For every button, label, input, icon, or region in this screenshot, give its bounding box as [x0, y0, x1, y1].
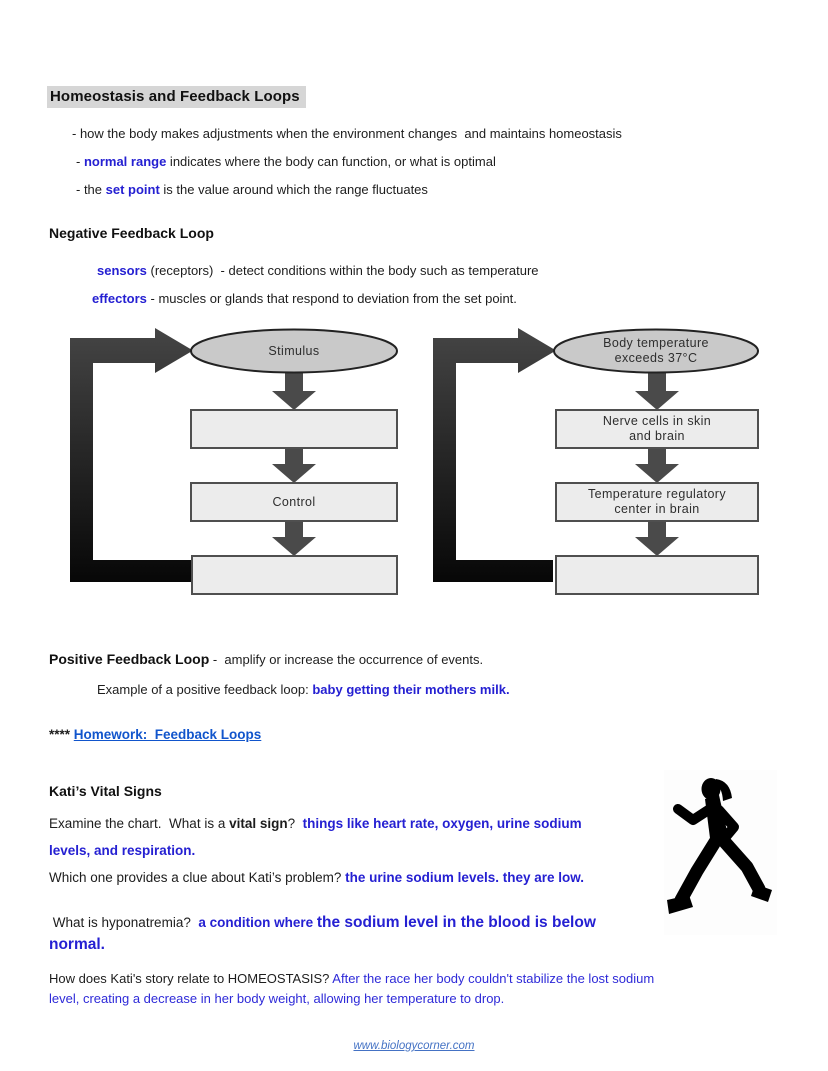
homework-link[interactable]: Homework: Feedback Loops — [73, 727, 262, 742]
stimulus-label: Stimulus — [268, 344, 319, 358]
positive-feedback-heading: Positive Feedback Loop — [49, 651, 210, 667]
positive-feedback-line: Positive Feedback Loop - amplify or incr… — [49, 651, 484, 667]
runner-image-frame — [664, 770, 777, 935]
kati-vital-signs-heading: Kati’s Vital Signs — [49, 783, 162, 799]
sensors-definition: sensors (receptors) - detect conditions … — [97, 263, 539, 278]
question-homeostasis: How does Kati's story relate to HOMEOSTA… — [49, 971, 655, 1006]
homework-line: **** Homework: Feedback Loops — [49, 727, 261, 742]
intro-bullet-3: - the set point is the value around whic… — [76, 182, 428, 197]
page-title-text: Homeostasis and Feedback Loops — [47, 86, 306, 108]
term-set-point: set point — [105, 182, 160, 197]
sensor-label-line1: Nerve cells in skin — [603, 414, 711, 428]
stimulus-ellipse — [553, 328, 759, 374]
effector-box-blank — [555, 555, 759, 595]
feedback-loop-arrow-icon — [433, 328, 556, 582]
intro-bullet-1: - how the body makes adjustments when th… — [72, 126, 622, 141]
question-clue: Which one provides a clue about Kati’s p… — [49, 870, 584, 885]
negative-feedback-heading: Negative Feedback Loop — [49, 225, 214, 241]
sensor-box-blank — [190, 409, 398, 449]
flow-arrow-icon — [635, 373, 679, 556]
question-vital-sign: Examine the chart. What is a vital sign?… — [49, 816, 582, 858]
positive-example-answer: baby getting their mothers milk. — [312, 682, 510, 697]
stimulus-label-line2: exceeds 37°C — [615, 351, 698, 365]
control-label-line2: center in brain — [614, 502, 699, 516]
feedback-loop-arrow-icon — [70, 328, 193, 582]
page-title: Homeostasis and Feedback Loops — [47, 86, 306, 108]
temperature-feedback-loop-diagram: Body temperature exceeds 37°C Nerve cell… — [433, 328, 759, 595]
term-sensors: sensors — [97, 263, 147, 278]
sensor-box — [555, 409, 759, 449]
term-normal-range: normal range — [83, 154, 167, 169]
control-label-line1: Temperature regulatory — [588, 487, 726, 501]
control-box — [555, 482, 759, 522]
stimulus-ellipse — [190, 328, 398, 374]
positive-example-line: Example of a positive feedback loop: bab… — [97, 682, 510, 697]
term-effectors: effectors — [92, 291, 147, 306]
sensor-label-line2: and brain — [629, 429, 685, 443]
footer-link[interactable]: www.biologycorner.com — [353, 1040, 475, 1052]
footer: www.biologycorner.com — [0, 1036, 828, 1054]
question-hyponatremia: What is hyponatremia? a condition where … — [49, 914, 596, 953]
effector-box-blank — [191, 555, 398, 595]
effectors-definition: effectors - muscles or glands that respo… — [92, 291, 517, 306]
generic-feedback-loop-diagram: Stimulus Control — [70, 328, 398, 595]
runner-ponytail — [714, 779, 732, 801]
term-vital-sign: vital sign — [229, 816, 288, 831]
stimulus-label-line1: Body temperature — [603, 336, 709, 350]
flow-arrow-icon — [272, 373, 316, 556]
control-label: Control — [272, 495, 315, 509]
homework-stars: **** — [49, 727, 74, 742]
intro-bullet-2: - normal range indicates where the body … — [76, 154, 496, 169]
control-box — [190, 482, 398, 522]
female-runner-silhouette-icon — [667, 778, 772, 914]
